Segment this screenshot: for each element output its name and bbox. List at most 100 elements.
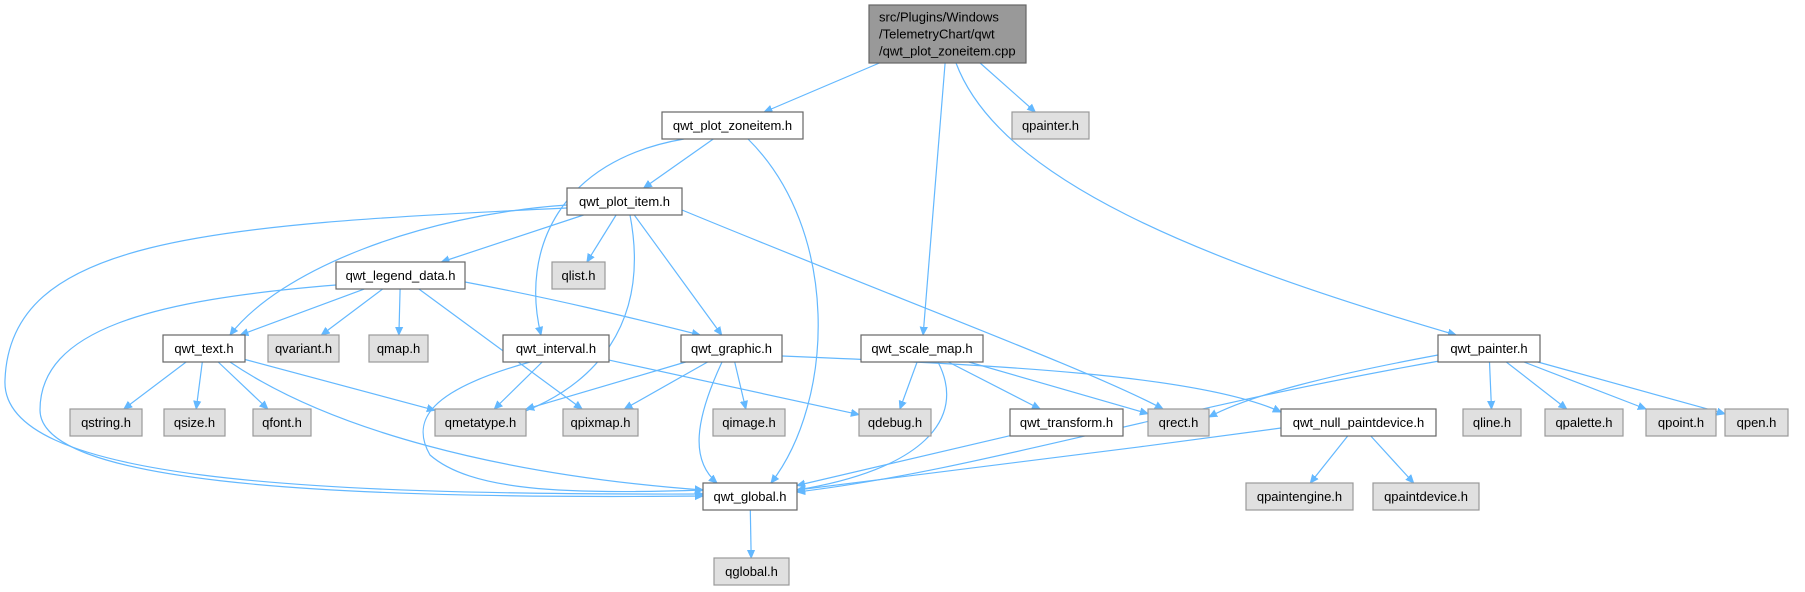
edge-qwt-null-paintdevice-h-to-qpaintdevice-h	[1370, 435, 1414, 483]
node-qwt-interval-h[interactable]: qwt_interval.h	[502, 334, 610, 363]
node-box	[252, 408, 312, 437]
node-box	[1372, 482, 1480, 511]
node-qwt-painter-h[interactable]: qwt_painter.h	[1437, 334, 1541, 363]
node-box	[566, 187, 683, 216]
edge-qwt-plot-item-h-to-qwt-graphic-h	[633, 214, 721, 335]
node-root[interactable]: src/Plugins/Windows/TelemetryChart/qwt/q…	[868, 4, 1027, 64]
node-qwt-plot-zoneitem-h[interactable]: qwt_plot_zoneitem.h	[661, 111, 804, 140]
node-box	[1724, 408, 1789, 437]
edge-qwt-interval-h-to-qdebug-h	[608, 359, 859, 415]
node-label: qwt_plot_zoneitem.h	[673, 118, 792, 133]
edge-qwt-text-h-to-qwt-global-h	[229, 361, 703, 490]
edge-qwt-legend-data-h-to-qwt-global-h	[39, 284, 703, 496]
node-label: qwt_painter.h	[1450, 341, 1527, 356]
node-label: qpoint.h	[1658, 415, 1704, 430]
node-qpaintdevice-h: qpaintdevice.h	[1372, 482, 1480, 511]
node-box	[562, 408, 639, 437]
edge-qwt-graphic-h-to-qwt-null-paintdevice-h	[781, 355, 1281, 413]
node-label: qline.h	[1473, 415, 1511, 430]
edge-qwt-graphic-h-to-qimage-h	[734, 361, 746, 409]
edge-qwt-plot-zoneitem-h-to-qwt-interval-h	[536, 138, 685, 335]
node-qpaintengine-h: qpaintengine.h	[1245, 482, 1354, 511]
node-qpixmap-h: qpixmap.h	[562, 408, 639, 437]
node-box	[1280, 408, 1437, 437]
node-qwt-graphic-h[interactable]: qwt_graphic.h	[680, 334, 783, 363]
edge-qwt-plot-item-h-to-qlist-h	[587, 214, 617, 262]
node-box	[335, 261, 466, 290]
node-qlist-h: qlist.h	[551, 261, 606, 290]
node-qpainter-h: qpainter.h	[1011, 111, 1090, 140]
edge-qwt-scale-map-h-to-qwt-transform-h	[948, 361, 1040, 410]
node-box	[69, 408, 143, 437]
edge-qwt-plot-zoneitem-h-to-qwt-plot-item-h	[644, 138, 714, 188]
node-label: qpixmap.h	[571, 415, 631, 430]
edge-root-to-qpainter-h	[979, 62, 1035, 112]
edge-qwt-legend-data-h-to-qvariant-h	[321, 288, 383, 335]
edge-root-to-qwt-plot-zoneitem-h	[764, 62, 880, 112]
node-qpen-h: qpen.h	[1724, 408, 1789, 437]
node-box	[858, 408, 932, 437]
node-label: qpen.h	[1737, 415, 1777, 430]
edge-qwt-plot-item-h-to-qrect-h	[681, 209, 1163, 410]
node-box	[702, 482, 798, 511]
node-qwt-global-h[interactable]: qwt_global.h	[702, 482, 798, 511]
node-label: qdebug.h	[868, 415, 922, 430]
node-qwt-text-h[interactable]: qwt_text.h	[162, 334, 246, 363]
edge-qwt-global-h-to-qglobal-h	[750, 509, 751, 558]
edge-qwt-text-h-to-qsize-h	[196, 361, 203, 409]
edge-qwt-graphic-h-to-qwt-global-h	[698, 361, 723, 483]
edge-qwt-null-paintdevice-h-to-qpaintengine-h	[1310, 435, 1349, 483]
node-qwt-plot-item-h[interactable]: qwt_plot_item.h	[566, 187, 683, 216]
node-label: qvariant.h	[275, 341, 332, 356]
node-box	[713, 557, 790, 586]
node-box	[680, 334, 783, 363]
edge-qwt-plot-zoneitem-h-to-qwt-global-h	[747, 138, 819, 483]
node-label: qmetatype.h	[445, 415, 517, 430]
node-qpalette-h: qpalette.h	[1544, 408, 1624, 437]
edge-qwt-painter-h-to-qpalette-h	[1505, 361, 1566, 409]
edge-qwt-text-h-to-qfont-h	[217, 361, 268, 409]
node-box	[712, 408, 786, 437]
edge-qwt-scale-map-h-to-qrect-h	[968, 361, 1148, 414]
edge-qwt-text-h-to-qstring-h	[124, 361, 187, 409]
edge-qwt-legend-data-h-to-qwt-graphic-h	[464, 281, 700, 335]
node-qwt-scale-map-h[interactable]: qwt_scale_map.h	[860, 334, 984, 363]
edge-qwt-painter-h-to-qrect-h	[1209, 354, 1439, 418]
node-box	[868, 4, 1027, 64]
node-qline-h: qline.h	[1462, 408, 1522, 437]
edge-qwt-legend-data-h-to-qpixmap-h	[418, 288, 582, 409]
node-box	[661, 111, 804, 140]
edge-qwt-legend-data-h-to-qmap-h	[399, 288, 400, 335]
edge-qwt-plot-item-h-to-qmetatype-h	[500, 214, 635, 420]
edge-root-to-qwt-scale-map-h	[923, 62, 946, 335]
node-layer: src/Plugins/Windows/TelemetryChart/qwt/q…	[69, 4, 1789, 586]
node-box	[1009, 408, 1124, 437]
node-label: qrect.h	[1159, 415, 1199, 430]
node-box	[1437, 334, 1541, 363]
node-label: qmap.h	[377, 341, 420, 356]
node-label: qsize.h	[174, 415, 215, 430]
node-box	[267, 334, 340, 363]
edge-qwt-scale-map-h-to-qwt-global-h	[797, 361, 948, 490]
node-qsize-h: qsize.h	[163, 408, 226, 437]
node-label: qfont.h	[262, 415, 302, 430]
node-qmetatype-h: qmetatype.h	[434, 408, 527, 437]
node-qimage-h: qimage.h	[712, 408, 786, 437]
node-qfont-h: qfont.h	[252, 408, 312, 437]
edge-qwt-painter-h-to-qline-h	[1490, 361, 1492, 409]
node-label: /qwt_plot_zoneitem.cpp	[879, 44, 1016, 59]
node-box	[1245, 482, 1354, 511]
node-label: qimage.h	[722, 415, 775, 430]
node-qwt-null-paintdevice-h[interactable]: qwt_null_paintdevice.h	[1280, 408, 1437, 437]
node-qwt-transform-h[interactable]: qwt_transform.h	[1009, 408, 1124, 437]
edge-qwt-graphic-h-to-qmetatype-h	[526, 361, 686, 409]
node-qwt-legend-data-h[interactable]: qwt_legend_data.h	[335, 261, 466, 290]
node-qmap-h: qmap.h	[368, 334, 429, 363]
edge-qwt-text-h-to-qmetatype-h	[244, 358, 435, 411]
node-label: qwt_interval.h	[516, 341, 596, 356]
edge-qwt-plot-item-h-to-qwt-global-h	[4, 207, 703, 494]
node-box	[1544, 408, 1624, 437]
node-label: qpainter.h	[1022, 118, 1079, 133]
edge-qwt-null-paintdevice-h-to-qwt-global-h	[797, 427, 1282, 490]
